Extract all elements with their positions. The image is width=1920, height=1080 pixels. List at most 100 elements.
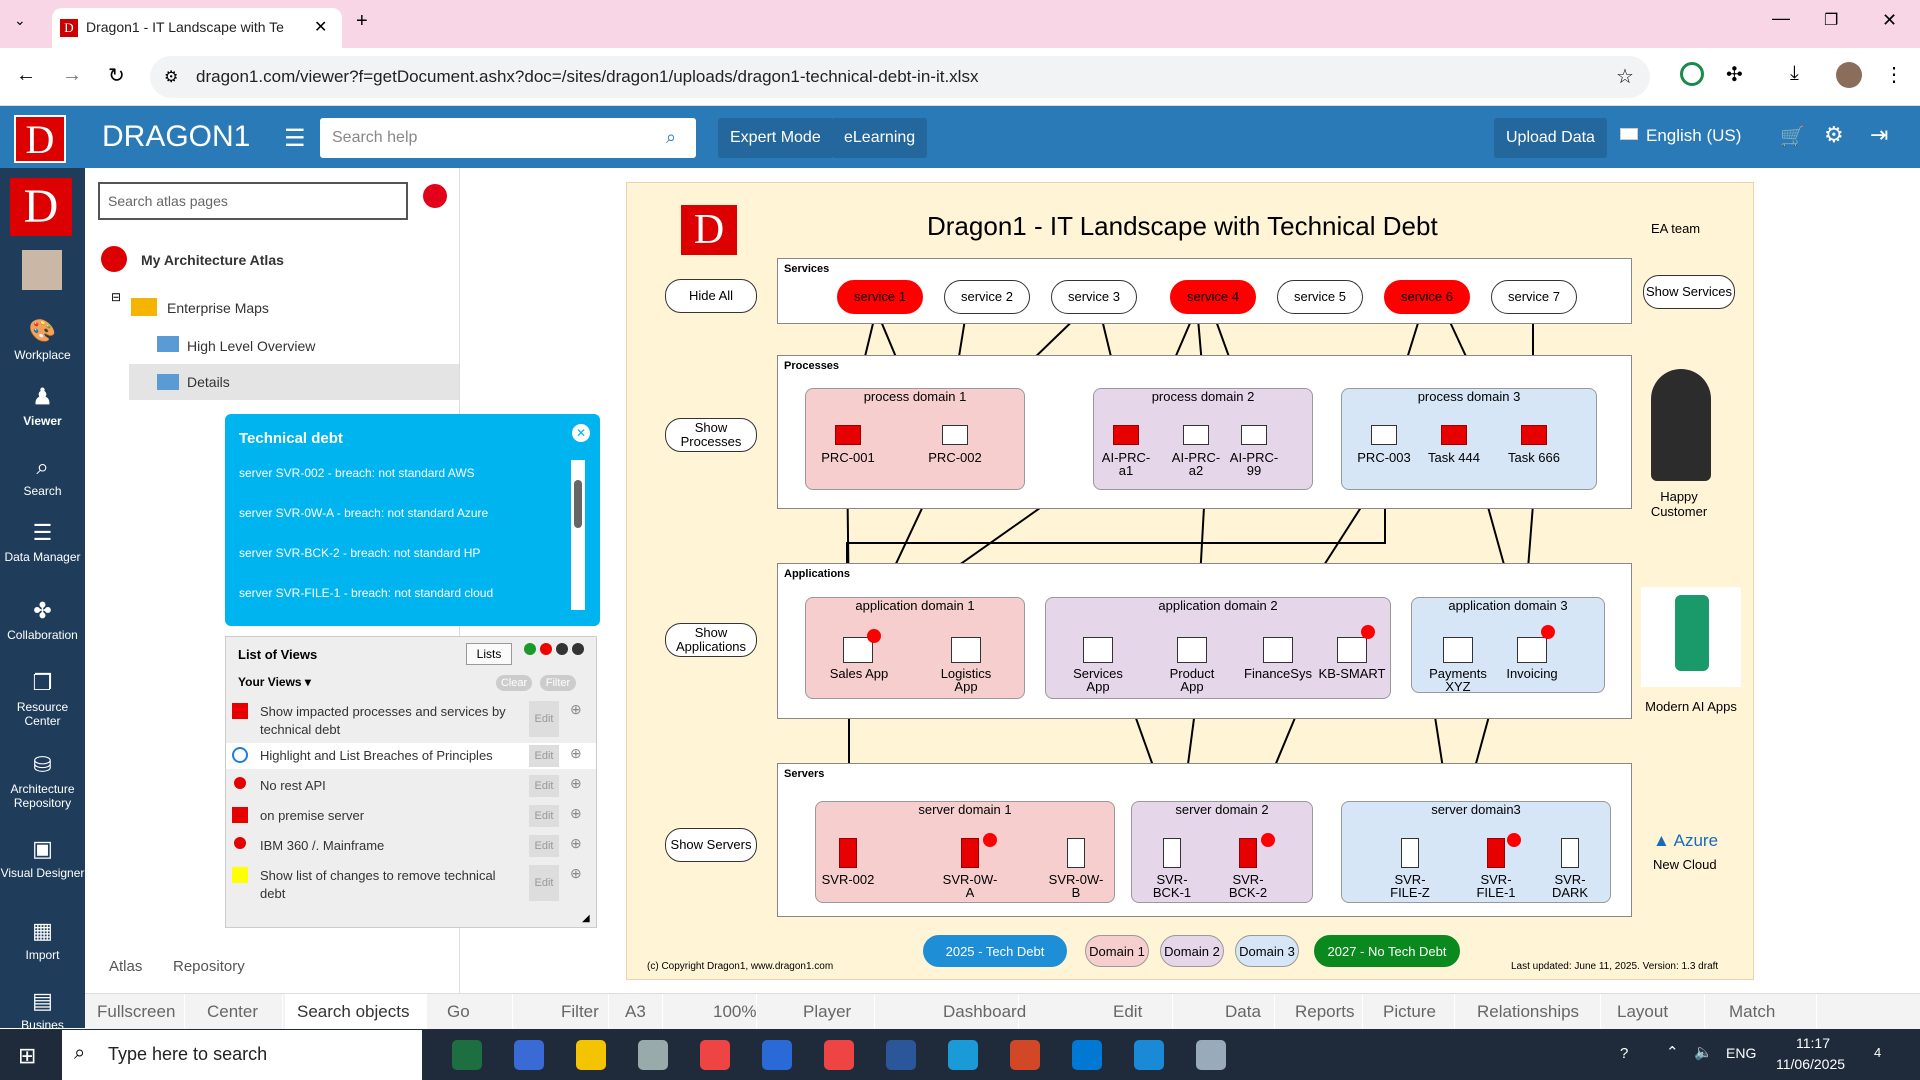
- tree-item-details-selected[interactable]: Details: [129, 364, 459, 400]
- server-icon[interactable]: [839, 838, 857, 868]
- photos-icon[interactable]: [638, 1040, 668, 1070]
- close-icon[interactable]: ✕: [572, 424, 590, 442]
- extension-icon[interactable]: [1680, 62, 1704, 86]
- expert-mode-button[interactable]: Expert Mode: [718, 118, 833, 158]
- service-node[interactable]: service 1: [837, 280, 923, 314]
- close-panel-icon[interactable]: [572, 643, 584, 655]
- toolbar-layout-button[interactable]: Layout: [1605, 994, 1705, 1030]
- site-info-icon[interactable]: ⚙: [164, 69, 179, 86]
- clock-time[interactable]: 11:17: [1796, 1035, 1830, 1051]
- app-icon[interactable]: [843, 637, 873, 663]
- close-tab-icon[interactable]: ✕: [314, 19, 328, 36]
- service-node[interactable]: service 6: [1384, 280, 1470, 314]
- service-node[interactable]: service 4: [1170, 280, 1256, 314]
- windows-search-box[interactable]: ⌕ Type here to search: [62, 1030, 422, 1080]
- toolbar-fullscreen-button[interactable]: Fullscreen: [85, 994, 185, 1030]
- sidebar-item[interactable]: ✤Collaboration: [0, 598, 85, 642]
- filter-button[interactable]: Filter: [540, 675, 576, 691]
- add-view-icon[interactable]: ⊕: [570, 701, 582, 717]
- browser-menu-icon[interactable]: ⋮: [1884, 64, 1904, 86]
- forward-icon[interactable]: →: [62, 64, 82, 86]
- word-icon[interactable]: [886, 1040, 916, 1070]
- settings-icon[interactable]: ⚙: [1824, 122, 1844, 147]
- toolbar-dashboard-button[interactable]: Dashboard: [931, 994, 1026, 1030]
- sidebar-item[interactable]: ▣Visual Designer: [0, 836, 85, 880]
- app-icon[interactable]: [1083, 637, 1113, 663]
- download-icon[interactable]: ⤓: [1790, 62, 1799, 84]
- view-row[interactable]: Show list of changes to remove technical…: [226, 863, 596, 903]
- tab-menu-icon[interactable]: ⌄: [14, 12, 26, 28]
- show-processes-button[interactable]: Show Processes: [665, 418, 757, 452]
- toolbar-picture-button[interactable]: Picture: [1371, 994, 1455, 1030]
- atlas-tab[interactable]: Atlas: [109, 958, 143, 975]
- toolbar-search-objects-input[interactable]: Search objects: [285, 994, 427, 1030]
- add-view-icon[interactable]: ⊕: [570, 745, 582, 761]
- language-indicator[interactable]: ENG: [1726, 1045, 1757, 1061]
- sidebar-item[interactable]: ❐Resource Center: [0, 670, 85, 728]
- your-views-dropdown[interactable]: Your Views ▾: [238, 675, 311, 689]
- clear-button[interactable]: Clear: [496, 675, 532, 691]
- toolbar-relationships-button[interactable]: Relationships: [1465, 994, 1601, 1030]
- sidebar-item[interactable]: ♟Viewer: [0, 384, 85, 428]
- chrome-profile-icon[interactable]: [824, 1040, 854, 1070]
- server-icon[interactable]: [1067, 838, 1085, 868]
- add-view-icon[interactable]: ⊕: [570, 865, 582, 881]
- sidebar-item[interactable]: ▦Import: [0, 918, 85, 962]
- sidebar-logo[interactable]: D: [10, 178, 72, 236]
- server-icon[interactable]: [961, 838, 979, 868]
- collapse-tree-icon[interactable]: ⊟: [111, 290, 122, 304]
- url-field[interactable]: ⚙ dragon1.com/viewer?f=getDocument.ashx?…: [150, 56, 1650, 98]
- add-view-icon[interactable]: ⊕: [570, 805, 582, 821]
- app-icon[interactable]: [951, 637, 981, 663]
- windows-start-icon[interactable]: ⊞: [18, 1043, 37, 1068]
- service-node[interactable]: service 3: [1051, 280, 1137, 314]
- server-icon[interactable]: [1163, 838, 1181, 868]
- legend-2025-tech-debt[interactable]: 2025 - Tech Debt: [923, 935, 1067, 967]
- sidebar-item[interactable]: 🎨Workplace: [0, 318, 85, 362]
- chrome-icon[interactable]: [700, 1040, 730, 1070]
- process-icon[interactable]: [1371, 425, 1397, 445]
- legend-domain-3[interactable]: Domain 3: [1235, 935, 1299, 967]
- upload-data-button[interactable]: Upload Data: [1494, 118, 1607, 158]
- puzzle-icon[interactable]: ✣: [1726, 64, 1743, 86]
- atlas-search-input[interactable]: Search atlas pages: [98, 182, 408, 220]
- edge-icon[interactable]: [948, 1040, 978, 1070]
- process-icon[interactable]: [1183, 425, 1209, 445]
- edit-view-button[interactable]: Edit: [529, 745, 559, 767]
- app-icon[interactable]: [1443, 637, 1473, 663]
- service-node[interactable]: service 5: [1277, 280, 1363, 314]
- toolbar-data-button[interactable]: Data: [1213, 994, 1275, 1030]
- paint-icon[interactable]: [1196, 1040, 1226, 1070]
- toolbar-edit-button[interactable]: Edit: [1101, 994, 1173, 1030]
- server-icon[interactable]: [1239, 838, 1257, 868]
- app-icon[interactable]: [1517, 637, 1547, 663]
- toolbar-100--button[interactable]: 100%: [701, 994, 757, 1030]
- language-select[interactable]: English (US): [1646, 126, 1742, 145]
- outlook-icon[interactable]: [1072, 1040, 1102, 1070]
- toolbar-go-button[interactable]: Go: [435, 994, 513, 1030]
- network-icon[interactable]: [514, 1040, 544, 1070]
- lists-button[interactable]: Lists: [466, 643, 512, 665]
- view-row[interactable]: Highlight and List Breaches of Principle…: [226, 743, 596, 769]
- excel-icon[interactable]: [452, 1040, 482, 1070]
- service-node[interactable]: service 2: [944, 280, 1030, 314]
- show-services-button[interactable]: Show Services: [1643, 275, 1735, 309]
- sidebar-item[interactable]: ⛁Architecture Repository: [0, 752, 85, 810]
- process-icon[interactable]: [835, 425, 861, 445]
- toolbar-reports-button[interactable]: Reports: [1283, 994, 1363, 1030]
- tech-debt-item[interactable]: server SVR-FILE-1 - breach: not standard…: [239, 586, 494, 600]
- notification-count[interactable]: 4: [1874, 1045, 1882, 1060]
- help-search-input[interactable]: Search help ⌕: [320, 118, 696, 158]
- server-icon[interactable]: [1561, 838, 1579, 868]
- new-tab-icon[interactable]: +: [356, 10, 368, 32]
- toolbar-center-button[interactable]: Center: [195, 994, 283, 1030]
- hamburger-menu-icon[interactable]: ☰: [284, 125, 306, 152]
- back-icon[interactable]: ←: [16, 64, 36, 86]
- edit-view-button[interactable]: Edit: [529, 701, 559, 737]
- user-avatar[interactable]: [22, 250, 62, 290]
- show-applications-button[interactable]: Show Applications: [665, 623, 757, 657]
- legend-domain-1[interactable]: Domain 1: [1085, 935, 1149, 967]
- server-icon[interactable]: [1401, 838, 1419, 868]
- view-row[interactable]: Show impacted processes and services by …: [226, 699, 596, 739]
- red-dot-icon[interactable]: [540, 643, 552, 655]
